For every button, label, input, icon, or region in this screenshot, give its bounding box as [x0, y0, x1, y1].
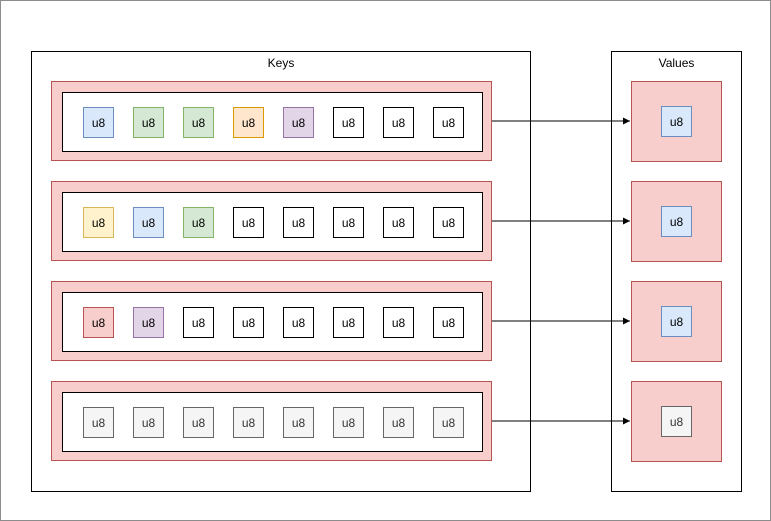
value-cell-1: u8 — [661, 106, 692, 137]
value-cell-2: u8 — [661, 206, 692, 237]
key-entry-1: u8 u8 u8 u8 u8 u8 u8 u8 — [51, 81, 492, 161]
key-cell-1-1: u8 — [83, 107, 114, 138]
key-cell-4-8: u8 — [433, 407, 464, 438]
key-array-4: u8 u8 u8 u8 u8 u8 u8 u8 — [62, 392, 483, 452]
key-array-3: u8 u8 u8 u8 u8 u8 u8 u8 — [62, 292, 483, 352]
key-cell-2-2: u8 — [133, 207, 164, 238]
key-cell-4-3: u8 — [183, 407, 214, 438]
key-cell-2-6: u8 — [333, 207, 364, 238]
value-cell-4: u8 — [661, 406, 692, 437]
key-cell-1-3: u8 — [183, 107, 214, 138]
key-cell-3-5: u8 — [283, 307, 314, 338]
key-cell-1-4: u8 — [233, 107, 264, 138]
key-entry-3: u8 u8 u8 u8 u8 u8 u8 u8 — [51, 281, 492, 361]
key-cell-4-7: u8 — [383, 407, 414, 438]
values-panel-title: Values — [658, 56, 695, 70]
key-cell-2-5: u8 — [283, 207, 314, 238]
key-cell-3-3: u8 — [183, 307, 214, 338]
key-cell-4-1: u8 — [83, 407, 114, 438]
value-entry-4: u8 — [631, 381, 722, 462]
key-cell-4-6: u8 — [333, 407, 364, 438]
key-cell-4-5: u8 — [283, 407, 314, 438]
key-array-2: u8 u8 u8 u8 u8 u8 u8 u8 — [62, 192, 483, 252]
key-entry-4: u8 u8 u8 u8 u8 u8 u8 u8 — [51, 381, 492, 461]
value-entry-2: u8 — [631, 181, 722, 262]
key-cell-3-2: u8 — [133, 307, 164, 338]
key-cell-1-5: u8 — [283, 107, 314, 138]
key-cell-1-7: u8 — [383, 107, 414, 138]
key-cell-1-8: u8 — [433, 107, 464, 138]
value-cell-3: u8 — [661, 306, 692, 337]
key-cell-3-1: u8 — [83, 307, 114, 338]
key-entry-2: u8 u8 u8 u8 u8 u8 u8 u8 — [51, 181, 492, 261]
value-entry-3: u8 — [631, 281, 722, 362]
value-entry-1: u8 — [631, 81, 722, 162]
key-cell-4-2: u8 — [133, 407, 164, 438]
key-cell-4-4: u8 — [233, 407, 264, 438]
key-cell-3-8: u8 — [433, 307, 464, 338]
key-cell-3-6: u8 — [333, 307, 364, 338]
key-cell-3-4: u8 — [233, 307, 264, 338]
key-cell-2-8: u8 — [433, 207, 464, 238]
key-array-1: u8 u8 u8 u8 u8 u8 u8 u8 — [62, 92, 483, 152]
key-cell-2-3: u8 — [183, 207, 214, 238]
key-cell-1-6: u8 — [333, 107, 364, 138]
key-cell-1-2: u8 — [133, 107, 164, 138]
key-cell-2-1: u8 — [83, 207, 114, 238]
key-cell-2-7: u8 — [383, 207, 414, 238]
key-cell-3-7: u8 — [383, 307, 414, 338]
key-cell-2-4: u8 — [233, 207, 264, 238]
keys-panel-title: Keys — [267, 56, 295, 70]
